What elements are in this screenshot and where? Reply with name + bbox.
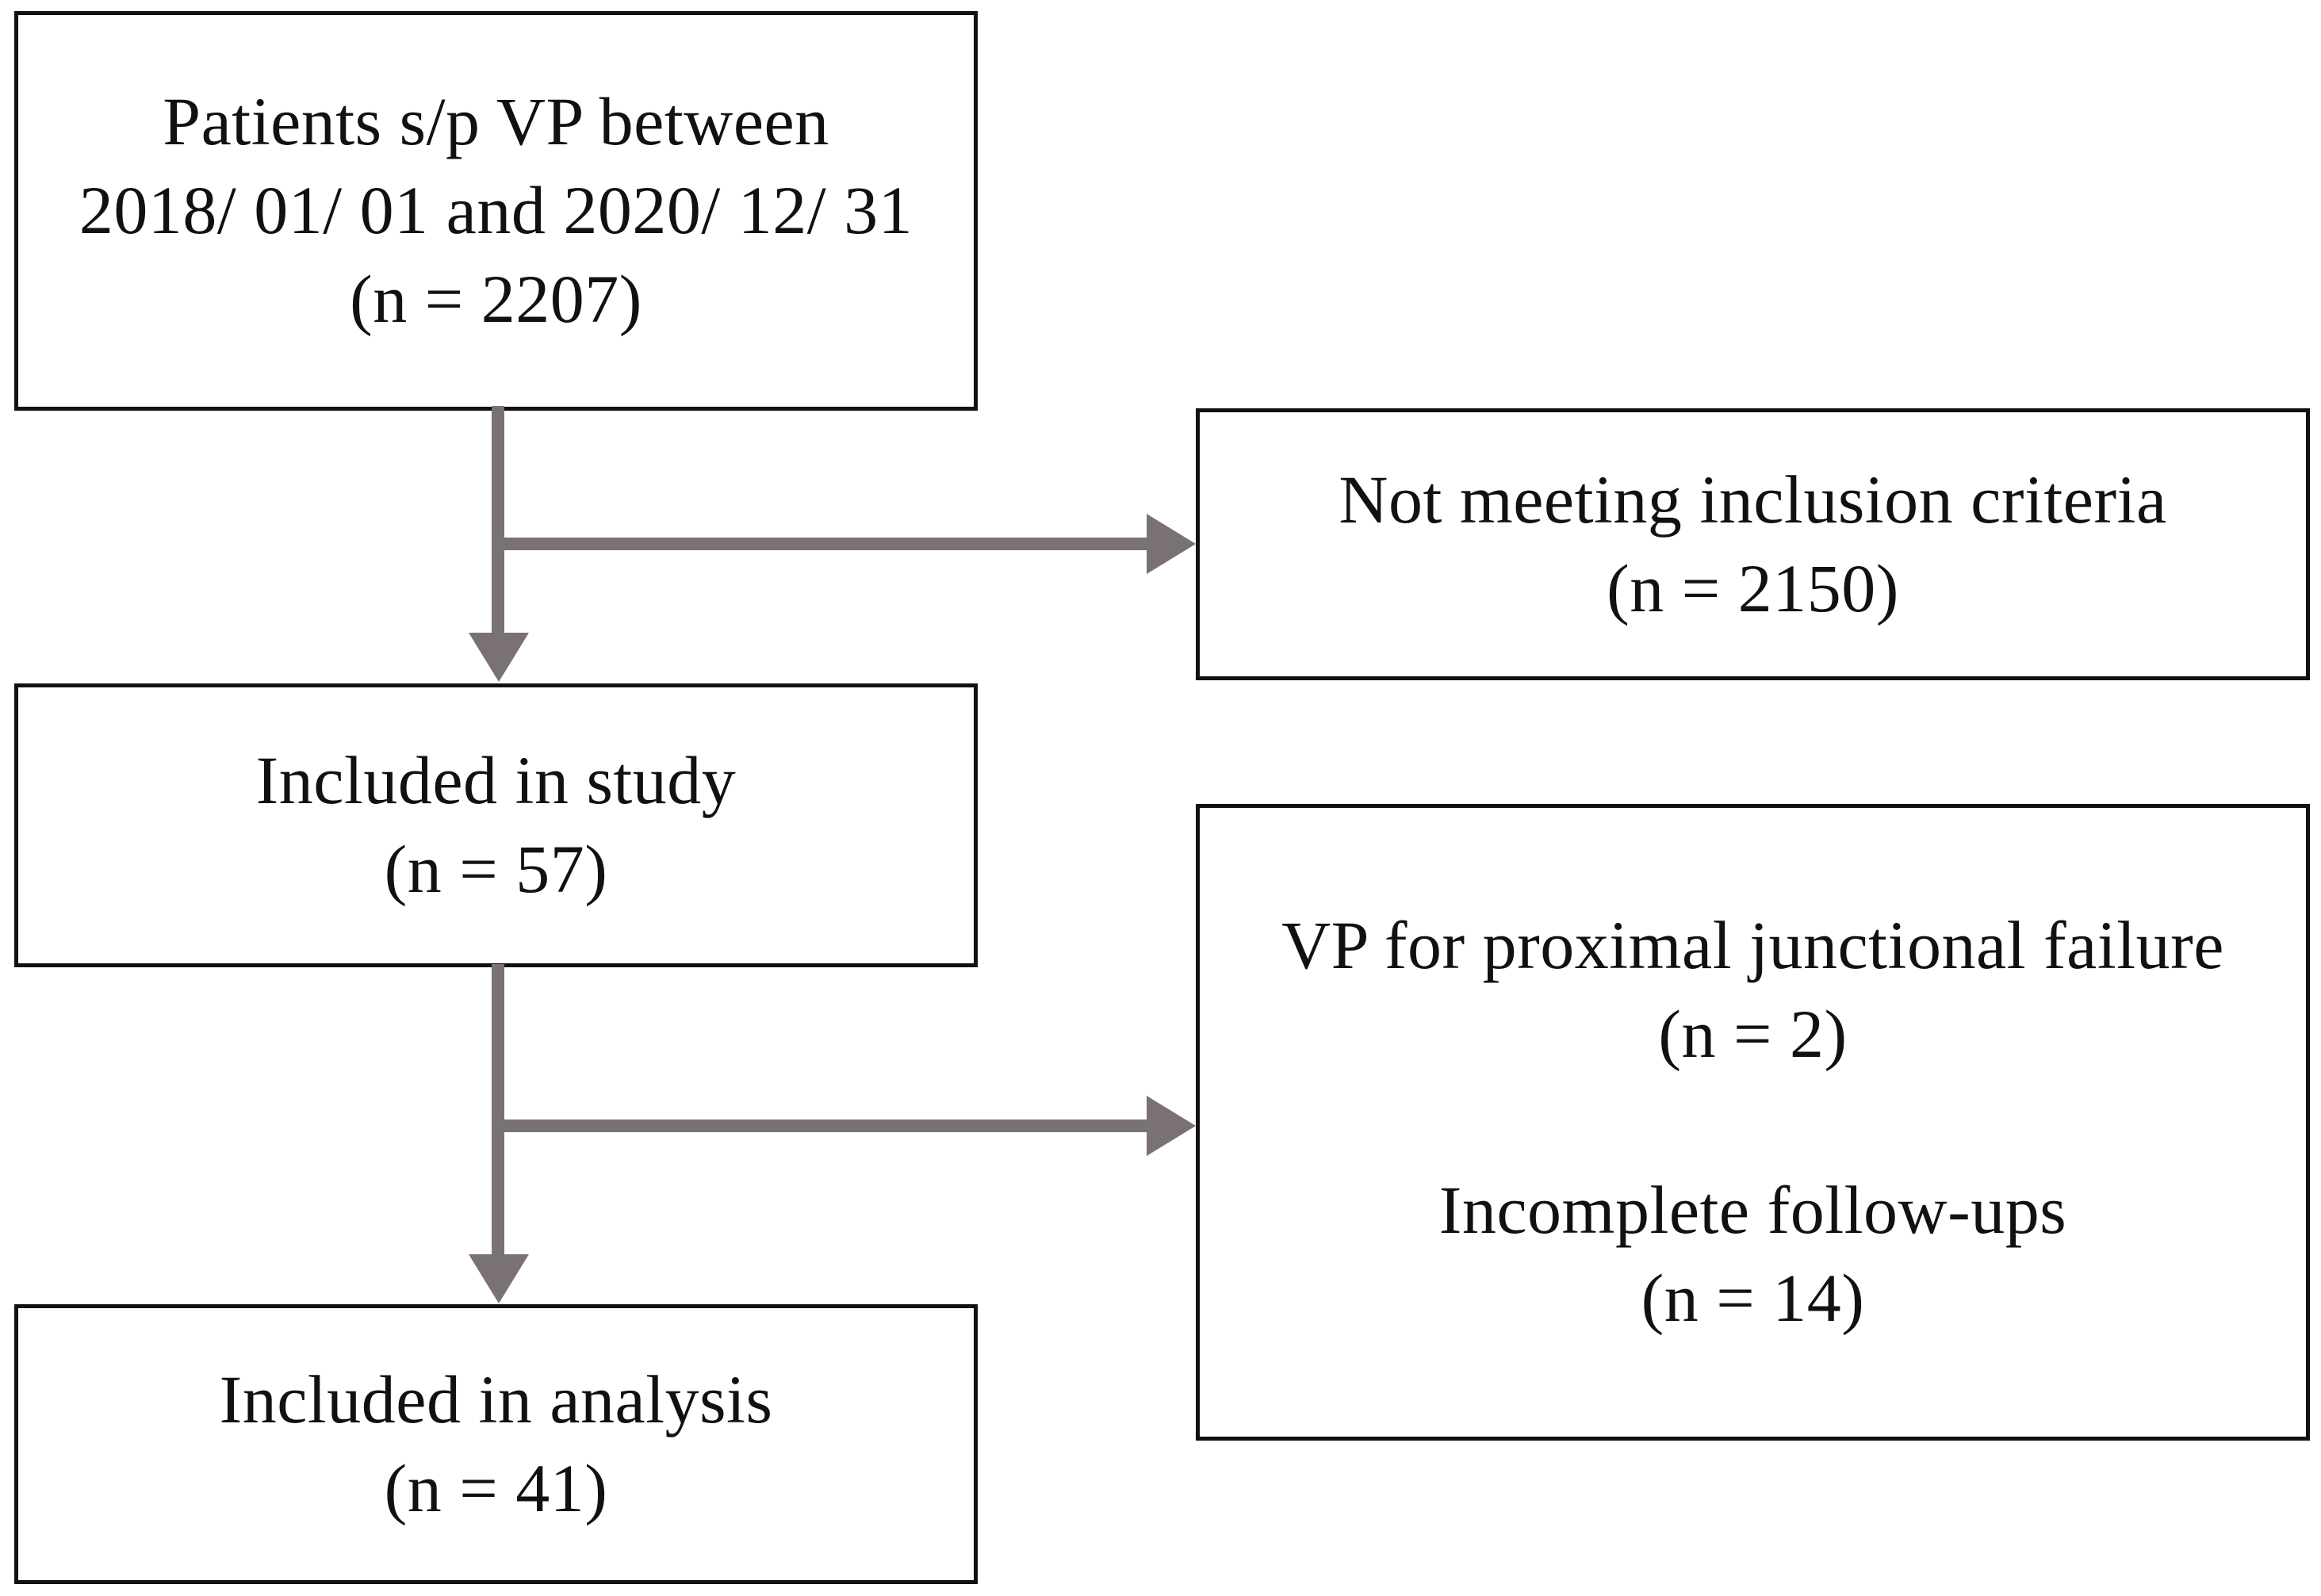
node-included-in-study: Included in study (n = 57) (14, 683, 978, 967)
node-excluded1-count: (n = 2150) (1607, 549, 1899, 626)
connector-enrolled-to-included-line (492, 406, 504, 634)
node-excluded2-reason2-label: Incomplete follow-ups (1438, 1171, 2067, 1248)
node-included-count: (n = 57) (384, 831, 608, 907)
node-included-in-analysis: Included in analysis (n = 41) (14, 1304, 978, 1584)
node-enrolled-count: (n = 2207) (350, 260, 642, 337)
node-enrolled-line-2: 2018/ 01/ 01 and 2020/ 12/ 31 (79, 172, 913, 249)
node-excluded1-label: Not meeting inclusion criteria (1339, 461, 2167, 538)
node-included-label: Included in study (255, 742, 737, 819)
node-excluded-not-meeting-inclusion-criteria: Not meeting inclusion criteria (n = 2150… (1196, 408, 2310, 680)
node-enrolled-cohort: Patients s/p VP between 2018/ 01/ 01 and… (14, 11, 978, 411)
arrowhead-down-to-analysis-icon (469, 1254, 529, 1303)
arrowhead-down-to-included-icon (469, 633, 529, 682)
node-excluded-followup-reasons: VP for proximal junctional failure (n = … (1196, 804, 2310, 1441)
node-excluded2-reason1-label: VP for proximal junctional failure (1281, 906, 2224, 983)
node-analysis-label: Included in analysis (219, 1361, 773, 1437)
node-excluded2-reason1-count: (n = 2) (1658, 995, 1848, 1072)
arrowhead-right-to-excluded-followup-icon (1147, 1096, 1196, 1156)
connector-included-to-analysis-line (492, 964, 504, 1256)
connector-included-to-excluded-followup-line (492, 1119, 1150, 1132)
node-enrolled-line-1: Patients s/p VP between (163, 83, 829, 160)
node-excluded2-reason2-count: (n = 14) (1641, 1260, 1865, 1337)
node-analysis-count: (n = 41) (384, 1449, 608, 1526)
connector-enrolled-to-excluded-screening-line (492, 538, 1150, 550)
arrowhead-right-to-excluded-screening-icon (1147, 514, 1196, 574)
